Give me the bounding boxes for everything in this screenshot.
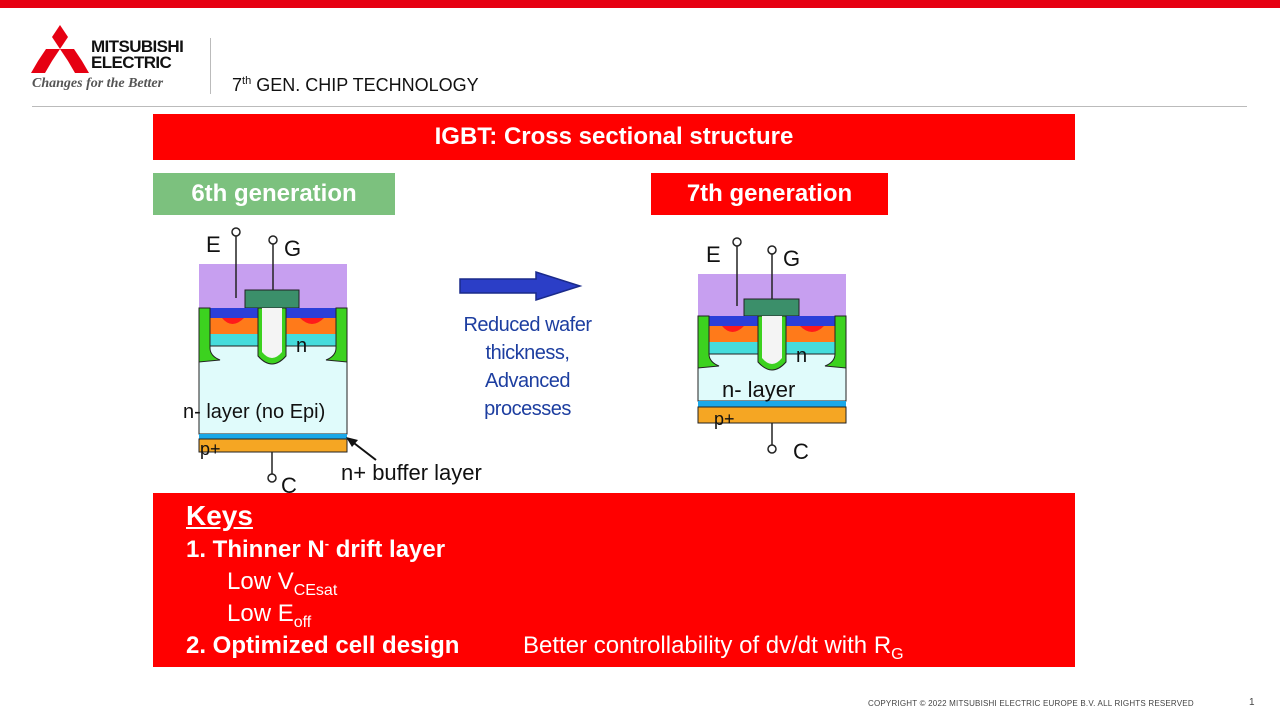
arrow-caption: Reduced wafer thickness, Advanced proces… <box>463 314 592 420</box>
cross-section-diagrams: E G n n- layer (no Epi) p+ C n+ buffer l… <box>183 227 847 498</box>
svg-text:n: n <box>296 335 307 357</box>
key-item-2: 2. Optimized cell design <box>186 632 460 659</box>
key-sub-vcesat: Low VCEsat <box>227 568 338 599</box>
header-divider <box>210 38 211 94</box>
top-accent-bar <box>0 0 1280 8</box>
svg-text:E: E <box>706 242 721 267</box>
logo-text-line2: ELECTRIC <box>91 53 172 72</box>
svg-text:n- layer (no Epi): n- layer (no Epi) <box>183 401 325 423</box>
three-diamonds-icon <box>31 25 89 73</box>
keys-title: Keys <box>186 500 253 531</box>
slide-title-banner: IGBT: Cross sectional structure <box>153 114 1075 160</box>
key-item-1: 1. Thinner N- drift layer <box>186 536 446 563</box>
svg-text:C: C <box>281 473 297 498</box>
gen6-label: 6th generation <box>153 173 395 215</box>
key-item-2-description: Better controllability of dv/dt with RG <box>523 632 904 663</box>
header-rule <box>32 106 1247 107</box>
gen7-label: 7th generation <box>651 173 888 215</box>
svg-text:p+: p+ <box>714 409 735 429</box>
page-number: 1 <box>1249 697 1255 708</box>
svg-text:n- layer: n- layer <box>722 377 795 402</box>
logo-tagline: Changes for the Better <box>32 76 164 91</box>
key-sub-eoff: Low Eoff <box>227 600 312 631</box>
svg-text:n+ buffer layer: n+ buffer layer <box>341 460 482 485</box>
gen7-structure: E G n n- layer p+ C <box>697 237 847 464</box>
header-title: 7th GEN. CHIP TECHNOLOGY <box>232 75 479 95</box>
svg-text:p+: p+ <box>200 439 221 459</box>
svg-text:n: n <box>796 345 807 367</box>
logo-text-line1: MITSUBISHI <box>91 37 184 56</box>
gen6-structure: E G n n- layer (no Epi) p+ C n+ buffer l… <box>183 227 482 498</box>
svg-text:C: C <box>793 439 809 464</box>
svg-text:G: G <box>783 246 800 271</box>
company-logo: MITSUBISHI ELECTRIC Changes for the Bett… <box>31 25 201 97</box>
copyright-footer: COPYRIGHT © 2022 MITSUBISHI ELECTRIC EUR… <box>868 699 1194 708</box>
right-arrow-icon <box>459 270 583 302</box>
svg-text:G: G <box>284 236 301 261</box>
keys-panel: Keys 1. Thinner N- drift layer Low VCEsa… <box>153 493 1075 667</box>
svg-text:E: E <box>206 232 221 257</box>
